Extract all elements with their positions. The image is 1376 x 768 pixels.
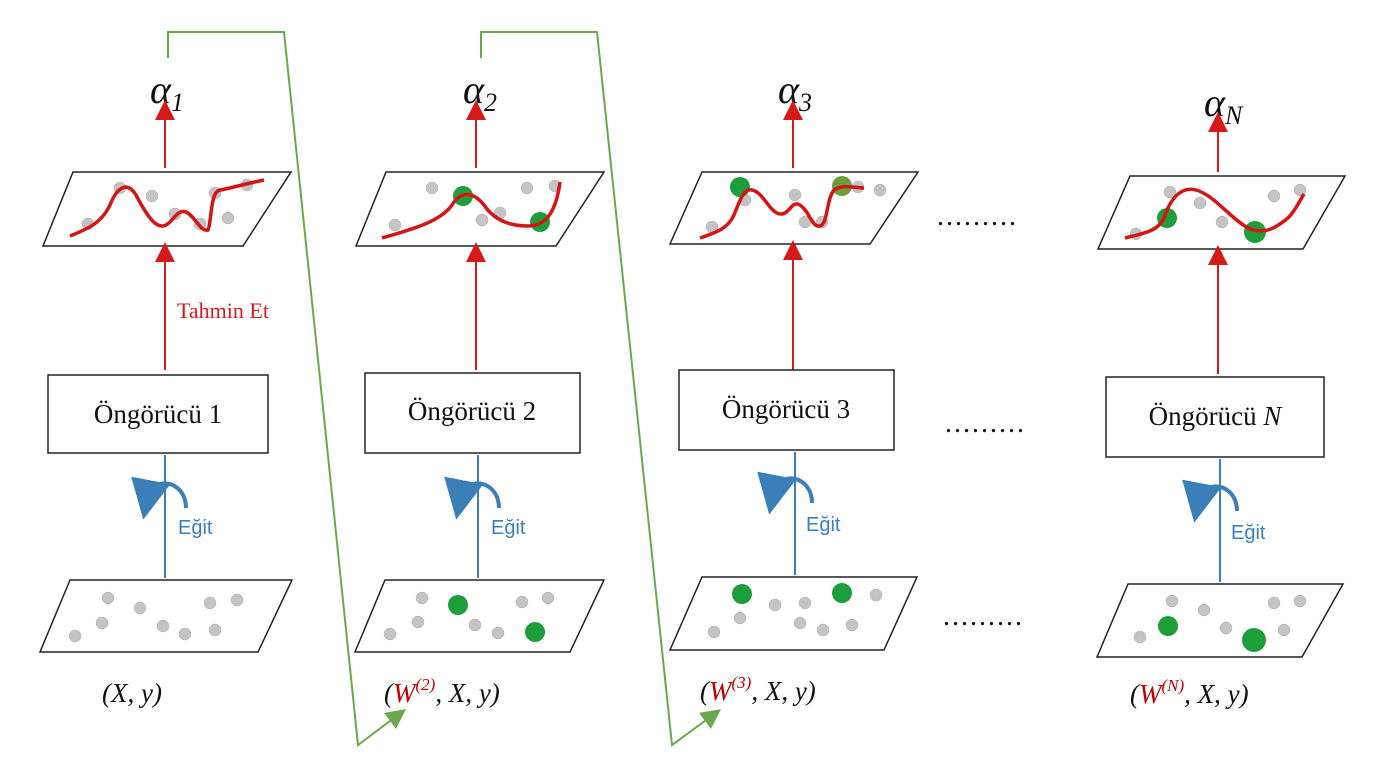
alpha-3-label: α3 [778, 67, 812, 117]
train-label-1: Eğit [178, 517, 213, 539]
ellipsis-bottom: ......... [943, 601, 1024, 632]
model-box-2: Öngörücü 2 [364, 372, 581, 454]
ellipsis-middle: ......... [945, 408, 1026, 439]
weighted-point [730, 177, 750, 197]
model-label-2: Öngörücü 2 [408, 396, 536, 426]
weighted-point [1242, 628, 1266, 652]
data-plane-3 [668, 576, 919, 651]
prediction-plane-1 [41, 171, 293, 247]
model-box-1: Öngörücü 1 [47, 374, 269, 454]
train-cycle-icon [1182, 479, 1239, 523]
prediction-curve-n [1124, 187, 1306, 240]
data-plane-n [1095, 583, 1345, 658]
weighted-point [448, 595, 468, 615]
train-cycle-icon [757, 471, 814, 515]
prediction-curve-1 [69, 178, 265, 238]
train-cycle-icon [131, 476, 188, 520]
prediction-plane-n [1096, 175, 1347, 250]
ellipsis-top: ......... [937, 201, 1018, 232]
model-label-3: Öngörücü 3 [722, 394, 850, 424]
train-label-3: Eğit [806, 514, 841, 536]
weighted-point [732, 584, 752, 604]
input-label-3: (W(3), X, y) [700, 673, 816, 706]
input-label-n: (W(N), X, y) [1130, 676, 1249, 709]
train-cycle-icon [444, 476, 501, 520]
train-label-2: Eğit [491, 517, 526, 539]
stage-2: α2 Öngörücü 2 Eğit [353, 67, 606, 708]
alpha-2-label: α2 [463, 67, 497, 117]
prediction-curve-2 [381, 181, 562, 240]
prediction-plane-3 [668, 171, 920, 245]
weighted-point [832, 583, 852, 603]
predict-label: Tahmin Et [177, 298, 269, 323]
prediction-curve-3 [699, 184, 865, 240]
data-plane-1 [38, 579, 294, 653]
alpha-1-label: α1 [150, 67, 184, 117]
model-label-1: Öngörücü 1 [94, 399, 222, 429]
alpha-n-label: αN [1204, 80, 1244, 130]
weighted-point [525, 622, 545, 642]
data-plane-2 [353, 579, 606, 653]
train-label-n: Eğit [1231, 522, 1266, 544]
input-label-1: (X, y) [102, 678, 162, 708]
prediction-plane-2 [354, 171, 606, 247]
stage-3: α3 Öngörücü 3 Eğit [668, 67, 920, 706]
model-box-3: Öngörücü 3 [678, 369, 895, 451]
stage-n: αN Öngörücü N Eğit [1095, 80, 1347, 709]
stage-1: α1 Tahmin Et Öngörücü 1 Eğit [38, 67, 294, 708]
input-label-2: (W(2), X, y) [384, 675, 500, 708]
model-label-n: Öngörücü N [1149, 401, 1284, 431]
model-box-n: Öngörücü N [1105, 376, 1325, 458]
weighted-point [1158, 616, 1178, 636]
feedback-line-1-to-2 [167, 31, 406, 747]
feedback-line-2-to-3 [480, 31, 722, 747]
